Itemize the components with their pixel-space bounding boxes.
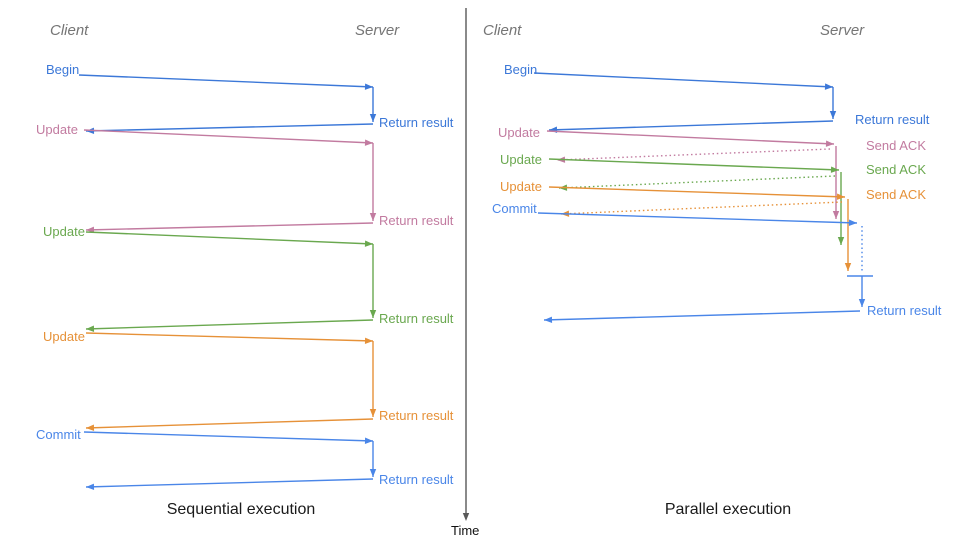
parallel-server-header: Server xyxy=(820,22,865,39)
arrow-seq-commit-msg xyxy=(83,431,374,442)
arrow-seq-update3-proc-head xyxy=(369,409,377,417)
label-seq-return-4: Return result xyxy=(379,408,454,423)
label-par-return-final: Return result xyxy=(867,303,942,318)
label-par-update-2: Update xyxy=(500,152,542,167)
arrow-par-update3-msg xyxy=(548,186,846,198)
label-seq-update-2: Update xyxy=(43,224,85,239)
arrow-par-update3-msg-head xyxy=(836,193,845,200)
arrow-seq-return-5 xyxy=(85,478,374,488)
arrow-par-return-final xyxy=(543,310,861,321)
arrow-par-update2-proc-head xyxy=(837,237,845,245)
arrow-seq-update1-proc-head xyxy=(369,213,377,221)
label-seq-return-3: Return result xyxy=(379,311,454,326)
label-par-update-3: Update xyxy=(500,179,542,194)
arrow-seq-commit-proc-head xyxy=(369,469,377,477)
arrow-seq-begin-msg-head xyxy=(364,83,373,90)
arrow-par-begin-proc-head xyxy=(829,111,837,119)
label-seq-return-2: Return result xyxy=(379,213,454,228)
arrow-seq-return-4 xyxy=(85,418,374,429)
arrow-seq-begin-proc-head xyxy=(369,114,377,122)
label-seq-return-1: Return result xyxy=(379,115,454,130)
arrow-seq-return-4-head xyxy=(86,424,95,431)
arrow-par-commit-msg-head xyxy=(848,219,857,226)
sequential-server-header: Server xyxy=(355,22,400,39)
label-seq-begin: Begin xyxy=(46,62,80,77)
sequential-panel-title: Sequential execution xyxy=(166,501,316,518)
parallel-panel-title: Parallel execution xyxy=(664,501,792,518)
arrow-seq-update3-msg-head xyxy=(364,337,373,344)
label-par-send-ack-2: Send ACK xyxy=(866,162,926,177)
arrow-par-begin-msg xyxy=(533,72,834,88)
arrow-seq-update1-msg xyxy=(83,129,374,144)
arrow-par-update1-msg xyxy=(546,130,835,145)
arrow-par-update1-proc-head xyxy=(832,211,840,219)
label-par-return-begin: Return result xyxy=(855,112,930,127)
arrow-par-commit-proc-head xyxy=(858,299,866,307)
label-par-begin: Begin xyxy=(504,62,538,77)
arrow-seq-update2-msg-head xyxy=(364,240,373,247)
parallel-client-header: Client xyxy=(483,22,522,39)
arrow-seq-return-3-head xyxy=(86,325,95,332)
arrow-par-ack-2 xyxy=(558,175,836,189)
arrow-seq-update3-msg xyxy=(85,332,374,342)
arrow-seq-update2-proc-head xyxy=(369,310,377,318)
arrow-par-commit-msg xyxy=(537,212,858,224)
arrow-par-return-begin xyxy=(548,120,834,131)
arrow-par-update2-msg-head xyxy=(830,166,839,173)
label-par-send-ack-3: Send ACK xyxy=(866,187,926,202)
arrow-par-update1-msg-head xyxy=(825,140,834,147)
arrow-par-ack-3 xyxy=(560,201,843,215)
arrow-seq-return-2-head xyxy=(86,226,95,234)
time-axis-label: Time xyxy=(451,523,480,538)
arrow-seq-begin-msg xyxy=(78,74,374,88)
arrow-par-return-final-head xyxy=(544,316,553,323)
arrow-par-update2-msg xyxy=(548,158,840,171)
arrow-seq-return-2 xyxy=(85,222,374,231)
arrow-seq-return-3 xyxy=(85,319,374,330)
label-par-send-ack-1: Send ACK xyxy=(866,138,926,153)
arrow-seq-commit-msg-head xyxy=(364,437,373,444)
arrow-par-ack-1 xyxy=(556,148,831,161)
arrow-seq-update1-msg-head xyxy=(364,139,373,146)
arrow-seq-update2-msg xyxy=(85,231,374,245)
label-seq-commit: Commit xyxy=(36,427,81,442)
label-par-commit: Commit xyxy=(492,201,537,216)
arrow-par-update3-proc-head xyxy=(844,263,852,271)
arrow-seq-return-5-head xyxy=(86,483,95,490)
label-seq-update-3: Update xyxy=(43,329,85,344)
arrow-seq-return-1 xyxy=(85,123,374,132)
sequential-client-header: Client xyxy=(50,22,89,39)
time-axis-line-head xyxy=(462,513,470,521)
label-par-update-1: Update xyxy=(498,125,540,140)
label-seq-update-1: Update xyxy=(36,122,78,137)
label-seq-return-5: Return result xyxy=(379,472,454,487)
arrow-par-begin-msg-head xyxy=(824,83,833,90)
